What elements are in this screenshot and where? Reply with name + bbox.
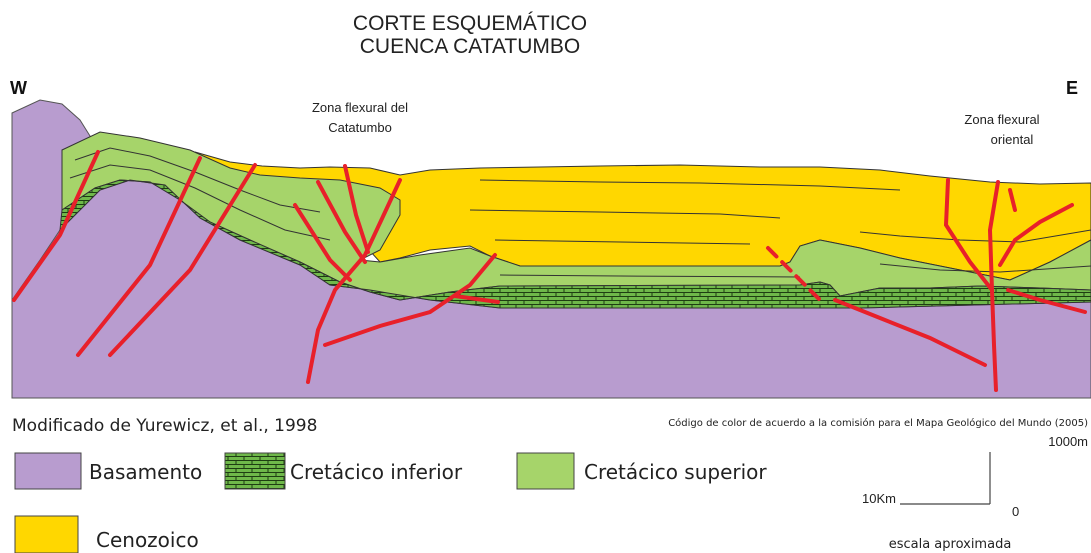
fault-catatumbo-branch-5 xyxy=(453,294,500,304)
legend-label-cretacico-inferior: Cretácico inferior xyxy=(290,460,463,484)
title-line-2: CUENCA CATATUMBO xyxy=(360,35,581,58)
fault-catatumbo-branch-3 xyxy=(343,164,370,254)
scale-zero-label: 0 xyxy=(1012,504,1019,519)
legend: Basamento Cretácico inferior Cretácico s… xyxy=(14,452,767,553)
zone-catatumbo-line-2: Catatumbo xyxy=(328,120,392,135)
fault-catatumbo-main xyxy=(306,178,402,384)
legend-label-cenozoico: Cenozoico xyxy=(96,528,199,552)
faults xyxy=(12,150,1087,392)
fault-central-flat xyxy=(833,298,987,367)
fault-oriental-branch-3 xyxy=(998,203,1074,267)
legend-swatch-cretacico-superior xyxy=(516,452,575,490)
lower-cretaceous-unit xyxy=(59,179,1091,309)
zone-catatumbo-line-1: Zona flexural del xyxy=(312,100,408,115)
fault-oriental-branch-4 xyxy=(1006,288,1087,314)
legend-swatch-basamento xyxy=(14,452,82,490)
zone-oriental-line-1: Zona flexural xyxy=(964,112,1039,127)
legend-label-basamento: Basamento xyxy=(89,460,202,484)
fault-oriental-branch-2 xyxy=(1008,188,1017,212)
color-note: Código de color de acuerdo a la comisión… xyxy=(668,417,1088,429)
title-line-1: CORTE ESQUEMÁTICO xyxy=(353,12,587,35)
fault-west-1 xyxy=(12,150,100,302)
scale-bar: 1000m 10Km 0 escala aproximada xyxy=(862,434,1088,552)
credit-text: Modificado de Yurewicz, et al., 1998 xyxy=(12,416,317,436)
cross-section xyxy=(11,99,1091,399)
fault-west-2 xyxy=(76,156,202,357)
scale-caption: escala aproximada xyxy=(889,537,1012,552)
fault-catatumbo-branch-2 xyxy=(316,180,367,264)
zone-oriental-line-2: oriental xyxy=(991,132,1034,147)
fault-catatumbo-branch-4 xyxy=(323,253,497,347)
west-label: W xyxy=(10,78,27,98)
fault-central-dashed xyxy=(766,246,824,304)
scale-horizontal-label: 10Km xyxy=(862,491,896,506)
scale-vertical-label: 1000m xyxy=(1048,434,1088,449)
fault-oriental-branch-1 xyxy=(943,178,994,292)
east-label: E xyxy=(1066,78,1078,98)
fault-west-3 xyxy=(108,163,257,357)
fault-catatumbo-branch-1 xyxy=(293,203,352,282)
legend-label-cretacico-superior: Cretácico superior xyxy=(584,460,767,484)
legend-swatch-cretacico-inferior xyxy=(224,452,286,490)
legend-swatch-cenozoico xyxy=(14,515,79,553)
